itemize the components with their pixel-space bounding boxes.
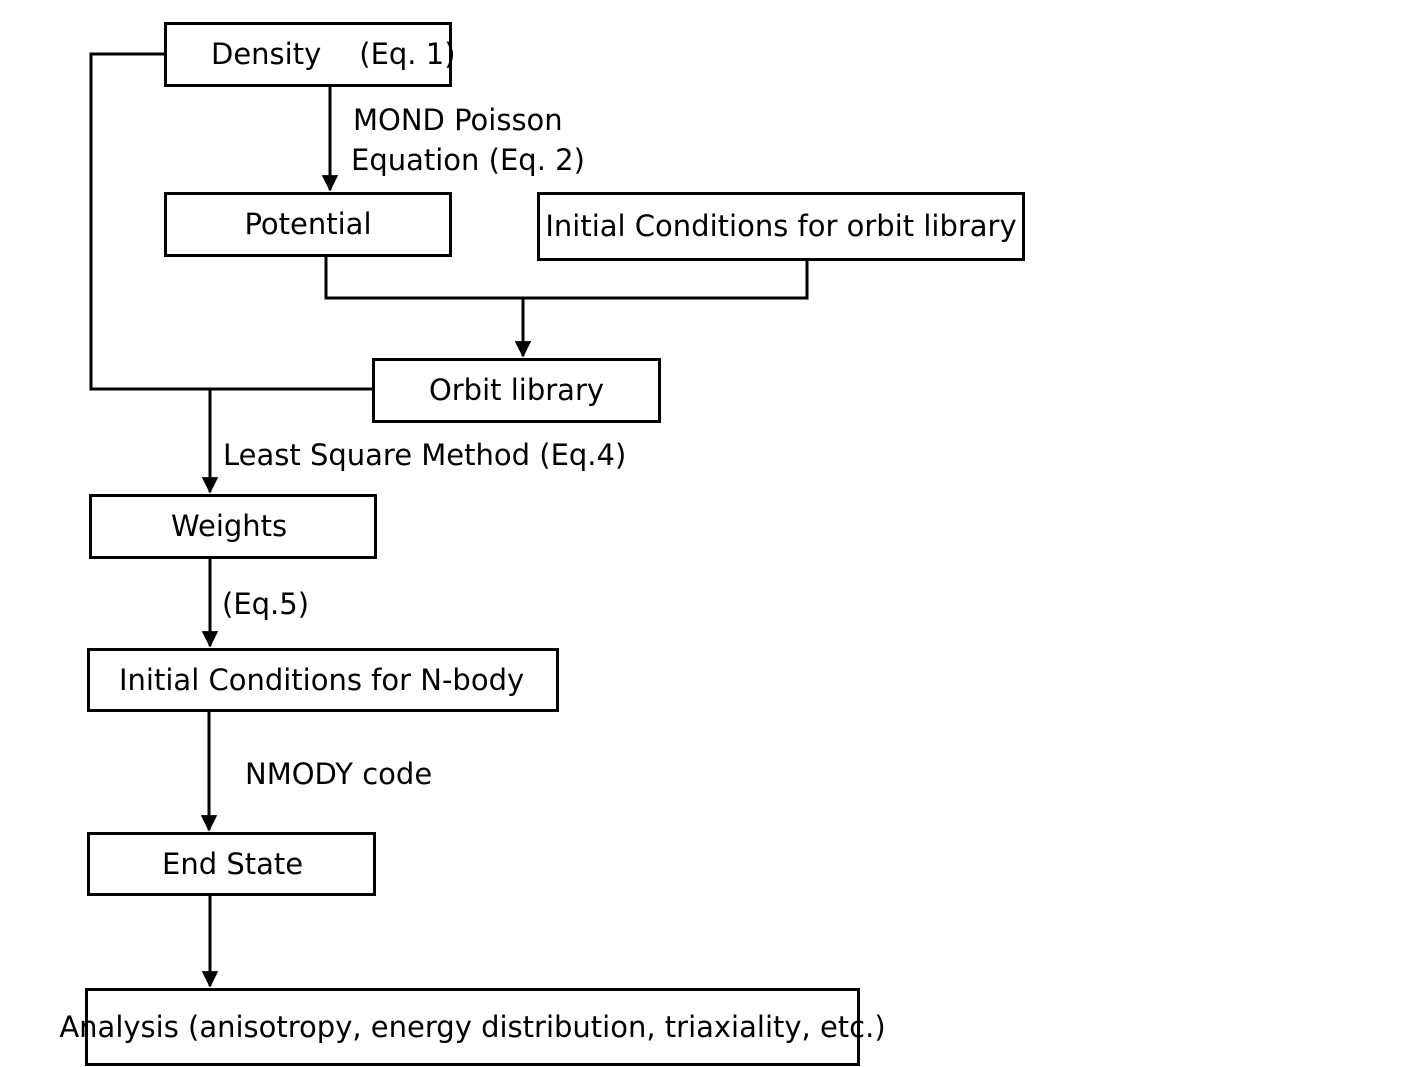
node-analysis: Analysis (anisotropy, energy distributio… — [59, 988, 886, 1066]
node-end-state: End State — [87, 832, 376, 896]
edge-label-least-square: Least Square Method (Eq.4) — [223, 438, 627, 472]
node-weights: Weights — [89, 494, 377, 559]
node-weights-label: Weights — [171, 509, 288, 543]
node-density-label: Density — [211, 37, 322, 71]
node-orbit-library-label: Orbit library — [428, 373, 605, 407]
edge-label-eq5: (Eq.5) — [222, 587, 310, 621]
node-potential: Potential — [164, 192, 452, 257]
edge-label-mond-poisson: MOND Poisson — [353, 103, 563, 137]
connector-potential-ic-merge — [324, 257, 809, 300]
node-potential-label: Potential — [244, 207, 372, 241]
node-orbit-library: Orbit library — [372, 358, 661, 423]
node-end-state-label: End State — [162, 846, 304, 881]
edge-label-nmody-code: NMODY code — [245, 757, 433, 791]
node-ic-orbit-library: Initial Conditions for orbit library — [537, 192, 1025, 261]
node-ic-nbody-label: Initial Conditions for N-body — [119, 662, 525, 697]
node-ic-nbody: Initial Conditions for N-body — [87, 648, 559, 712]
connector-density-loop — [89, 52, 372, 391]
edge-label-equation-eq2: Equation (Eq. 2) — [351, 143, 585, 177]
node-density: Density (Eq. 1) — [164, 22, 456, 87]
node-analysis-label: Analysis (anisotropy, energy distributio… — [59, 1009, 886, 1044]
node-density-eq: (Eq. 1) — [359, 37, 456, 71]
node-ic-orbit-library-label: Initial Conditions for orbit library — [545, 209, 1017, 243]
